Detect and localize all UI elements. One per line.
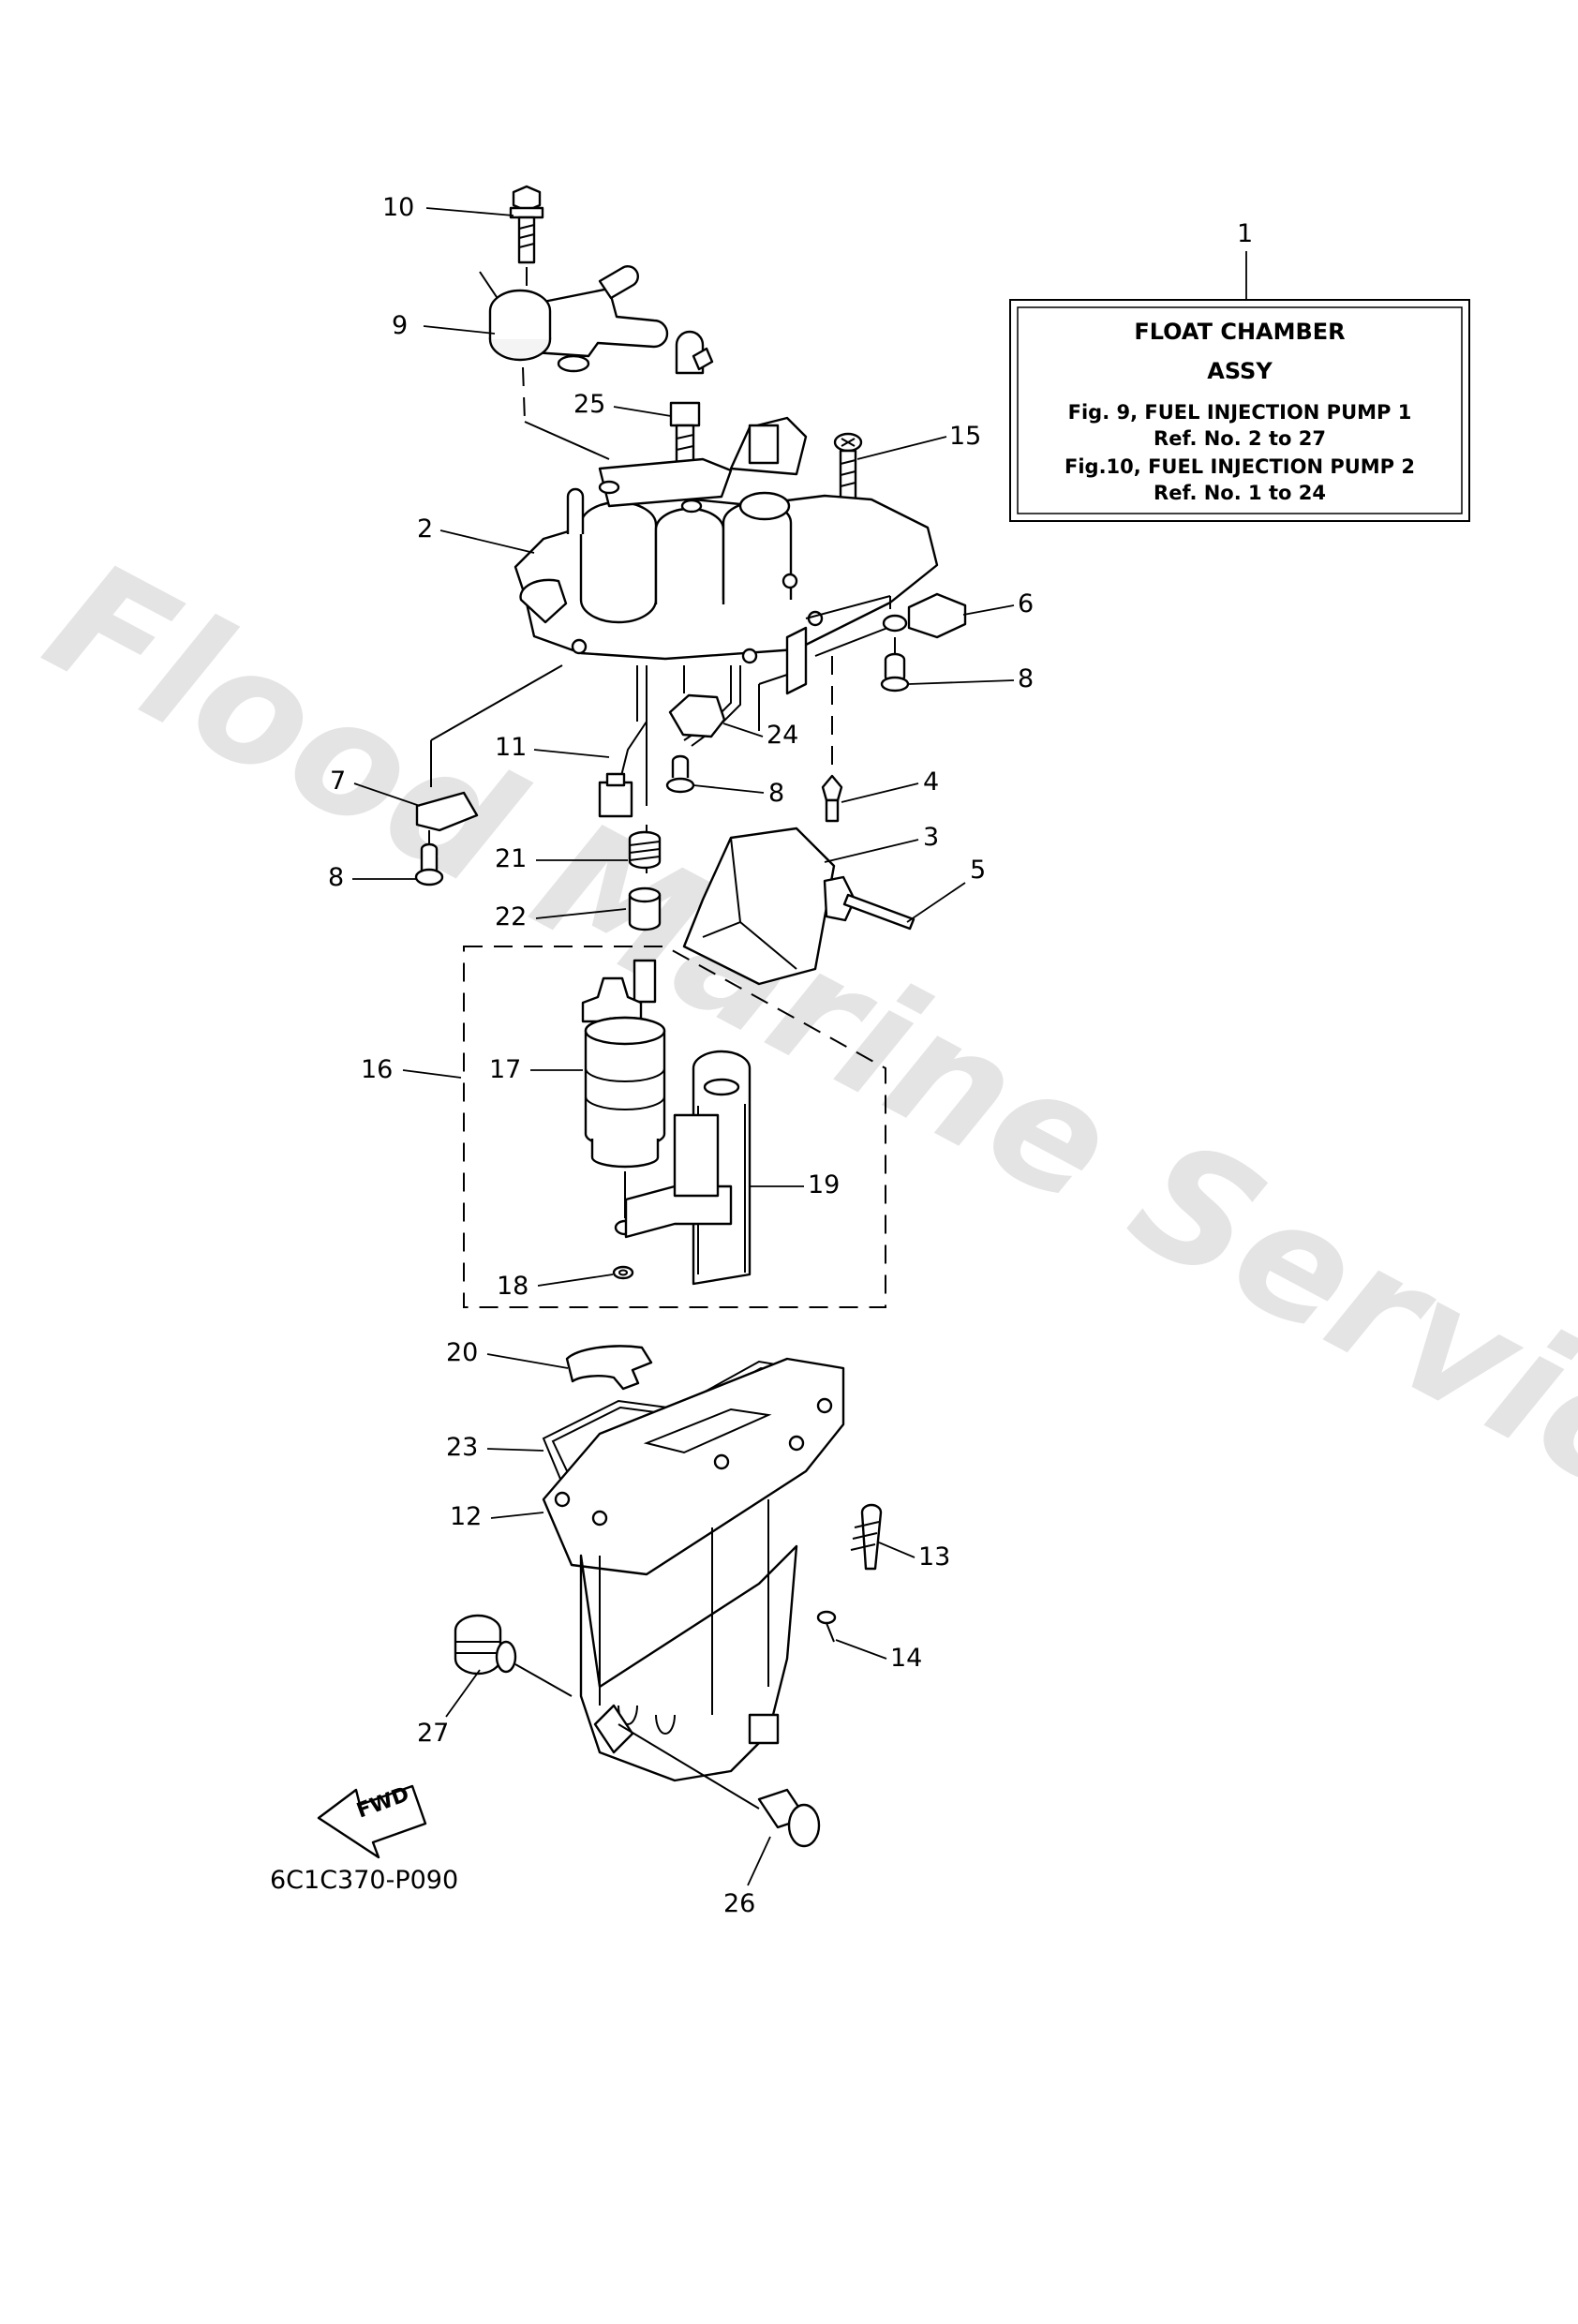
part-14-o-ring: [816, 1610, 837, 1643]
fwd-arrow-icon: FWD: [317, 1782, 427, 1859]
info-box-title-1: FLOAT CHAMBER: [1134, 319, 1345, 345]
part-2-pump-body: [514, 416, 939, 747]
callout-24: 24: [767, 721, 798, 750]
callout-13: 13: [918, 1542, 950, 1572]
callout-2: 2: [417, 514, 433, 544]
part-26-drain-screw: [618, 1723, 821, 1848]
part-8-screw-center: [665, 754, 695, 794]
callout-6: 6: [1018, 589, 1034, 618]
part-4-needle-valve: [821, 774, 843, 823]
part-27-grommet: [454, 1614, 573, 1697]
callout-12: 12: [450, 1502, 482, 1531]
callout-25: 25: [573, 390, 605, 419]
part-18-washer: [612, 1265, 634, 1280]
part-22-collar: [628, 886, 662, 931]
part-7-plate: [415, 791, 479, 843]
info-box-line-3: Fig. 9, FUEL INJECTION PUMP 1: [1068, 401, 1412, 424]
callout-5: 5: [970, 856, 986, 885]
callout-22: 22: [495, 902, 527, 931]
callouts: 10 9 25 15 2 6 8 24 11 8 4 7 3 21 8 5 22: [328, 193, 1034, 1918]
part-21-spring: [628, 830, 662, 870]
info-box-line-6: Ref. No. 1 to 24: [1154, 482, 1326, 504]
callout-1: 1: [1237, 219, 1253, 248]
callout-3: 3: [923, 823, 939, 852]
part-13-screw: [850, 1503, 883, 1571]
part-19-filter: [624, 1050, 752, 1286]
callout-8a: 8: [1018, 664, 1034, 693]
callout-18: 18: [497, 1272, 528, 1301]
callout-10: 10: [382, 193, 414, 222]
callout-21: 21: [495, 844, 527, 873]
part-24-clamp: [668, 693, 726, 738]
callout-8c: 8: [328, 863, 344, 892]
callout-14: 14: [890, 1644, 922, 1673]
callout-20: 20: [446, 1338, 478, 1367]
callout-15: 15: [949, 422, 981, 451]
callout-16: 16: [361, 1055, 393, 1084]
part-8-screw-right: [880, 652, 910, 693]
part-3-float: [682, 827, 856, 986]
callout-26: 26: [723, 1889, 755, 1918]
part-12-float-chamber: [542, 1357, 845, 1782]
part-5-pin: [842, 893, 916, 931]
part-20-clip: [565, 1345, 653, 1391]
part-25-sensor: [669, 330, 714, 470]
part-8-screw-left: [414, 842, 444, 886]
info-box: 1 FLOAT CHAMBER ASSY Fig. 9, FUEL INJECT…: [1009, 219, 1470, 522]
callout-17: 17: [489, 1055, 521, 1084]
part-11-harness: [598, 721, 648, 818]
callout-8b: 8: [768, 779, 784, 808]
callout-4: 4: [923, 767, 939, 797]
callout-19: 19: [808, 1170, 840, 1199]
callout-7: 7: [330, 767, 346, 796]
callout-27: 27: [417, 1719, 449, 1748]
diagram-code: 6C1C370-P090: [270, 1866, 458, 1895]
callout-11: 11: [495, 733, 527, 762]
part-10-bolt: [509, 185, 544, 298]
info-box-line-4: Ref. No. 2 to 27: [1154, 427, 1326, 450]
part-9-regulator: [479, 265, 669, 460]
callout-23: 23: [446, 1433, 478, 1462]
info-box-line-5: Fig.10, FUEL INJECTION PUMP 2: [1064, 455, 1415, 478]
callout-9: 9: [392, 311, 408, 340]
part-6-clip: [882, 592, 967, 656]
info-box-title-2: ASSY: [1207, 358, 1273, 384]
part-16-subassembly-outline: [463, 946, 886, 1308]
part-17-fuel-pump: [581, 959, 666, 1236]
